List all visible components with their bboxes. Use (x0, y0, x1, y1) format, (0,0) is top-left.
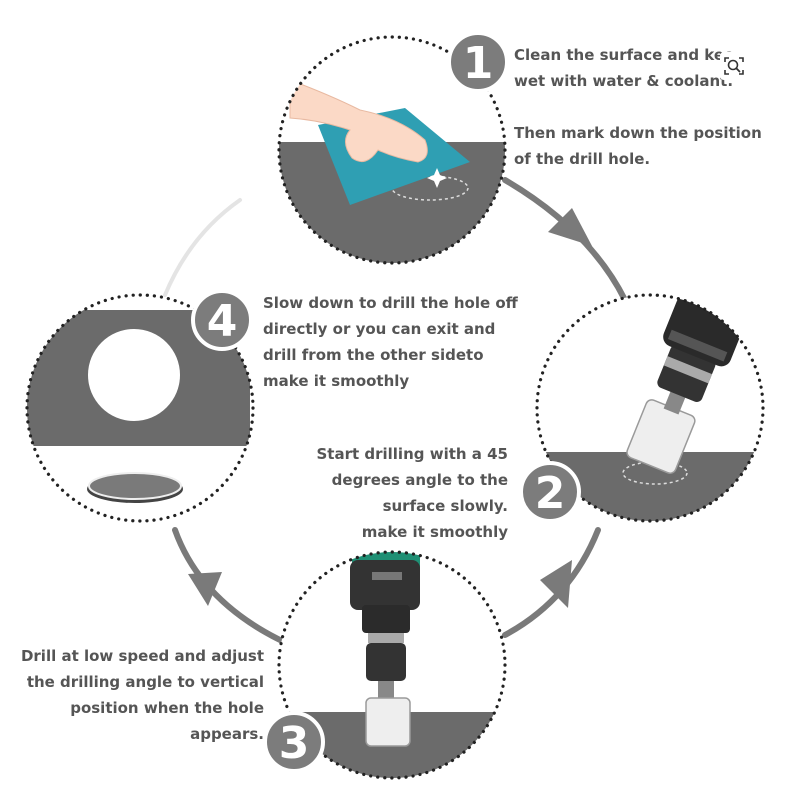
sparkle-icon (427, 168, 447, 188)
step-2-line-3: surface slowly. (382, 497, 508, 515)
badge-1: 1 (447, 31, 509, 93)
chuck-ring (368, 633, 404, 643)
cut-out-disc (88, 472, 182, 500)
arrow-1-to-2 (502, 177, 628, 303)
dotted-border (25, 293, 255, 523)
drill-chuck (366, 643, 406, 681)
drilled-hole (88, 329, 180, 421)
step-3-line-2: the drilling angle to vertical (26, 673, 264, 691)
marked-hole-outline (391, 175, 469, 201)
step-1-line-5: of the drill hole. (514, 150, 651, 168)
step-3-line-3: position when the hole (70, 699, 264, 717)
step-2-line-1: Start drilling with a 45 (316, 445, 508, 463)
badge-2-number: 2 (535, 468, 566, 519)
arrowheads (188, 208, 592, 608)
step-4-line-3: drill from the other sideto (263, 346, 484, 364)
step-1-text: Clean the surface and kee wet with water… (514, 42, 762, 172)
step-1-line-3 (514, 94, 762, 120)
dotted-border (277, 35, 507, 265)
step-2-text: Start drilling with a 45 degrees angle t… (316, 441, 508, 545)
badge-4-number: 4 (207, 296, 238, 347)
core-bit (365, 697, 411, 747)
chuck-ring (663, 356, 713, 384)
dotted-border (277, 550, 507, 780)
badge-4: 4 (191, 289, 253, 351)
badge-2: 2 (519, 461, 581, 523)
dotted-border (535, 293, 765, 523)
step-4-line-2: directly or you can exit and (263, 320, 496, 338)
step-1-line-4: Then mark down the position (514, 124, 762, 142)
step-1-line-2: wet with water & coolant. (514, 72, 734, 90)
step-2-line-4: make it smoothly (361, 523, 508, 541)
step-badges: 1 2 3 4 (191, 31, 581, 773)
drill-collar (667, 329, 728, 362)
step-2-line-2: degrees angle to the (331, 471, 508, 489)
hand (289, 79, 428, 163)
badge-3-number: 3 (279, 718, 310, 769)
step-2-illustration (535, 293, 765, 523)
drill-mark-outline (622, 461, 688, 485)
step-3-line-1: Drill at low speed and adjust (20, 647, 264, 665)
step-4-line-1: Slow down to drill the hole off (263, 294, 518, 312)
zoom-search-icon (724, 57, 744, 75)
bit-shank (378, 681, 394, 699)
drill-label (372, 572, 402, 580)
step-3-text: Drill at low speed and adjust the drilli… (21, 643, 264, 747)
arrow-3-to-4 (172, 527, 283, 643)
drill-body (350, 560, 420, 610)
badge-1-number: 1 (463, 38, 494, 89)
step-1-line-1: Clean the surface and kee (514, 46, 735, 64)
step-4-line-4: make it smoothly (263, 372, 410, 390)
step-3-line-4: appears. (190, 725, 264, 743)
arrowhead-2 (540, 560, 572, 608)
zoom-search-button[interactable] (720, 52, 748, 80)
step-3-illustration (277, 550, 507, 780)
step-4-text: Slow down to drill the hole off directly… (263, 290, 518, 394)
arrowhead-3 (188, 572, 222, 606)
badge-3: 3 (263, 711, 325, 773)
drill-collar (362, 605, 410, 633)
arrowhead-1 (548, 208, 592, 246)
arc-4-to-1-faint (163, 198, 242, 297)
tilted-drill (626, 295, 745, 474)
